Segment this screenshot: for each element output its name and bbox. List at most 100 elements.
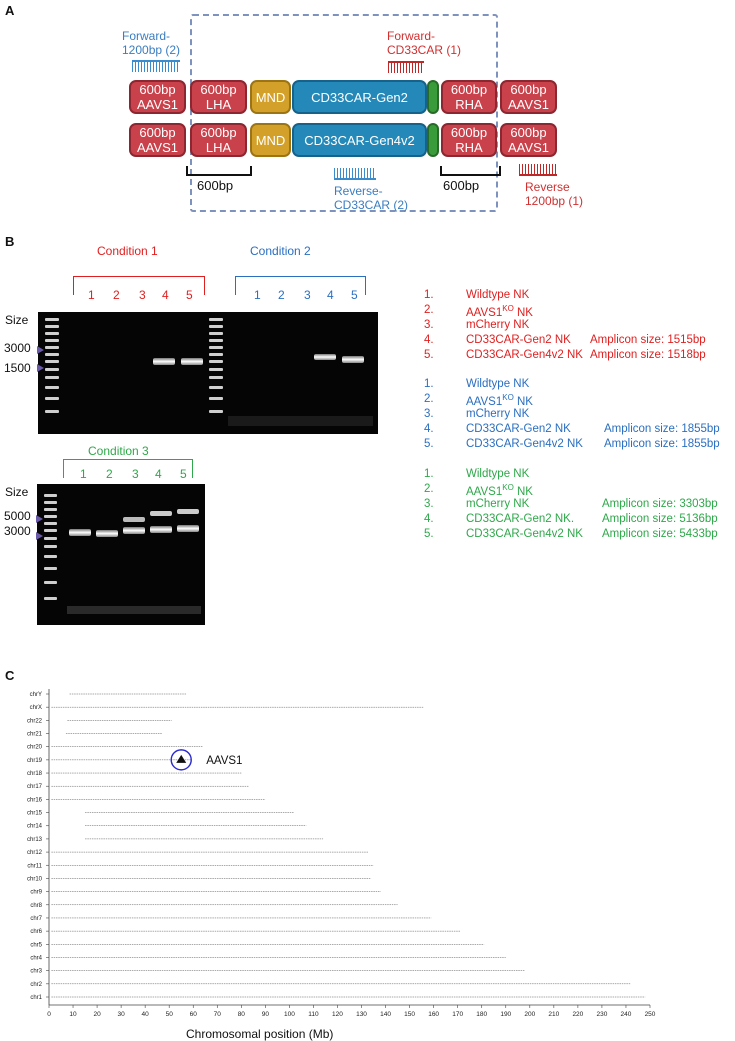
chart-x-axis-label: Chromosomal position (Mb) bbox=[186, 1027, 334, 1041]
chromosome-label-chr10: chr10 bbox=[27, 876, 43, 882]
block-green-row1 bbox=[427, 80, 439, 114]
chromosome-label-chr18: chr18 bbox=[27, 771, 43, 777]
gel1-marker-arrow-top bbox=[37, 346, 44, 354]
panel-label-a: A bbox=[5, 3, 15, 18]
x-tick-label: 80 bbox=[238, 1011, 246, 1018]
block-lha-row2: 600bp LHA bbox=[190, 123, 247, 157]
block-rha-row1: 600bp RHA bbox=[441, 80, 497, 114]
panel-label-c: C bbox=[5, 668, 15, 683]
chromosome-label-chr20: chr20 bbox=[27, 745, 43, 751]
x-tick-label: 20 bbox=[93, 1011, 101, 1018]
gel-image-3 bbox=[37, 484, 205, 625]
cond3-lane-2: 2 bbox=[106, 467, 113, 481]
x-tick-label: 40 bbox=[142, 1011, 150, 1018]
gel1-band-cond1-lane4 bbox=[153, 358, 175, 365]
gel1-size-1500: 1500 bbox=[4, 361, 31, 375]
cond1-lane-3: 3 bbox=[139, 288, 146, 302]
gel-3-svg bbox=[44, 494, 201, 614]
gel3-size-3000: 3000 bbox=[4, 524, 31, 538]
block-green-row2 bbox=[427, 123, 439, 157]
chromosome-label-chr6: chr6 bbox=[30, 929, 42, 935]
x-tick-label: 170 bbox=[452, 1011, 463, 1018]
gel-image-1 bbox=[38, 312, 378, 434]
chromosome-label-chr2: chr2 bbox=[30, 982, 42, 988]
x-tick-label: 10 bbox=[69, 1011, 77, 1018]
gel3-band-lane1 bbox=[69, 529, 91, 536]
chromosome-label-chr22: chr22 bbox=[27, 718, 43, 724]
primer-forward-cd33-arrow bbox=[388, 61, 424, 73]
x-tick-label: 60 bbox=[190, 1011, 198, 1018]
gel3-size-5000: 5000 bbox=[4, 509, 31, 523]
gel3-band-lane2 bbox=[96, 530, 118, 537]
x-tick-label: 130 bbox=[356, 1011, 367, 1018]
block-aavs1-left-row2: 600bp AAVS1 bbox=[129, 123, 186, 157]
right-arm-bracket bbox=[440, 166, 501, 176]
cond3-lane-1: 1 bbox=[80, 467, 87, 481]
cond2-lane-3: 3 bbox=[304, 288, 311, 302]
gel1-band-cond2-lane5 bbox=[342, 356, 364, 363]
condition-2-bracket bbox=[235, 276, 366, 295]
chromosome-label-chrY: chrY bbox=[30, 692, 42, 698]
primer-forward-1200-label: Forward- 1200bp (2) bbox=[122, 29, 181, 57]
x-tick-label: 210 bbox=[548, 1011, 559, 1018]
gel1-size-3000: 3000 bbox=[4, 341, 31, 355]
primer-forward-cd33-label: Forward- CD33CAR (1) bbox=[387, 29, 462, 57]
block-cd33car-gen4v2: CD33CAR-Gen4v2 bbox=[292, 123, 427, 157]
x-tick-label: 160 bbox=[428, 1011, 439, 1018]
chromosome-label-chr11: chr11 bbox=[27, 863, 42, 869]
chromosome-label-chr3: chr3 bbox=[30, 969, 42, 975]
block-cd33car-gen2: CD33CAR-Gen2 bbox=[292, 80, 427, 114]
cond2-lane-5: 5 bbox=[351, 288, 358, 302]
gel1-primer-smear bbox=[228, 416, 373, 426]
panel-label-b: B bbox=[5, 234, 15, 249]
ladder-gel3 bbox=[44, 494, 57, 600]
gel1-size-label: Size bbox=[5, 313, 29, 327]
block-aavs1-right-row1: 600bp AAVS1 bbox=[500, 80, 557, 114]
chromosome-label-chr4: chr4 bbox=[30, 955, 42, 961]
x-tick-label: 180 bbox=[476, 1011, 487, 1018]
gel3-bottom-smear bbox=[67, 606, 201, 614]
gel1-band-cond2-lane4 bbox=[314, 354, 336, 360]
cond2-lane-2: 2 bbox=[278, 288, 285, 302]
gel3-marker-arrow-top bbox=[36, 515, 43, 523]
condition-3-bracket bbox=[63, 459, 193, 478]
x-tick-label: 140 bbox=[380, 1011, 391, 1018]
ladder-left-gel1 bbox=[45, 318, 59, 413]
right-arm-label: 600bp bbox=[443, 178, 480, 193]
block-aavs1-right-row2: 600bp AAVS1 bbox=[500, 123, 557, 157]
condition-2-title: Condition 2 bbox=[250, 244, 311, 258]
x-tick-label: 120 bbox=[332, 1011, 343, 1018]
gel3-size-label: Size bbox=[5, 485, 29, 499]
chromosome-label-chr1: chr1 bbox=[30, 995, 42, 1001]
block-lha-row1: 600bp LHA bbox=[190, 80, 247, 114]
x-tick-label: 110 bbox=[308, 1011, 319, 1018]
gel3-marker-arrow-bottom bbox=[36, 532, 43, 540]
condition-1-bracket bbox=[73, 276, 205, 295]
condition-3-title: Condition 3 bbox=[88, 444, 149, 458]
block-mnd-row2: MND bbox=[250, 123, 291, 157]
cond3-lane-3: 3 bbox=[132, 467, 139, 481]
condition-1-title: Condition 1 bbox=[97, 244, 158, 258]
cond2-lane-4: 4 bbox=[327, 288, 334, 302]
cond3-lane-4: 4 bbox=[155, 467, 162, 481]
gel3-band-lane3b bbox=[123, 527, 145, 534]
x-tick-label: 50 bbox=[166, 1011, 174, 1018]
x-tick-label: 240 bbox=[621, 1011, 632, 1018]
chromosome-label-chr14: chr14 bbox=[27, 824, 43, 830]
chromosome-label-chr19: chr19 bbox=[27, 758, 43, 764]
gel3-band-lane3a bbox=[123, 517, 145, 522]
primer-reverse-1200-label: Reverse 1200bp (1) bbox=[525, 180, 584, 208]
block-rha-row2: 600bp RHA bbox=[441, 123, 497, 157]
gel3-band-lane4b bbox=[150, 526, 172, 533]
chromosome-label-chr9: chr9 bbox=[30, 890, 42, 896]
x-tick-label: 30 bbox=[118, 1011, 126, 1018]
aavs1-site-marker bbox=[176, 754, 187, 763]
x-tick-label: 100 bbox=[284, 1011, 295, 1018]
donor-template-dashed-box bbox=[190, 14, 498, 212]
block-aavs1-left-row1: 600bp AAVS1 bbox=[129, 80, 186, 114]
x-tick-label: 0 bbox=[47, 1011, 51, 1018]
cond1-lane-5: 5 bbox=[186, 288, 193, 302]
chromosome-label-chr21: chr21 bbox=[27, 732, 43, 738]
gel3-band-lane5a bbox=[177, 509, 199, 514]
